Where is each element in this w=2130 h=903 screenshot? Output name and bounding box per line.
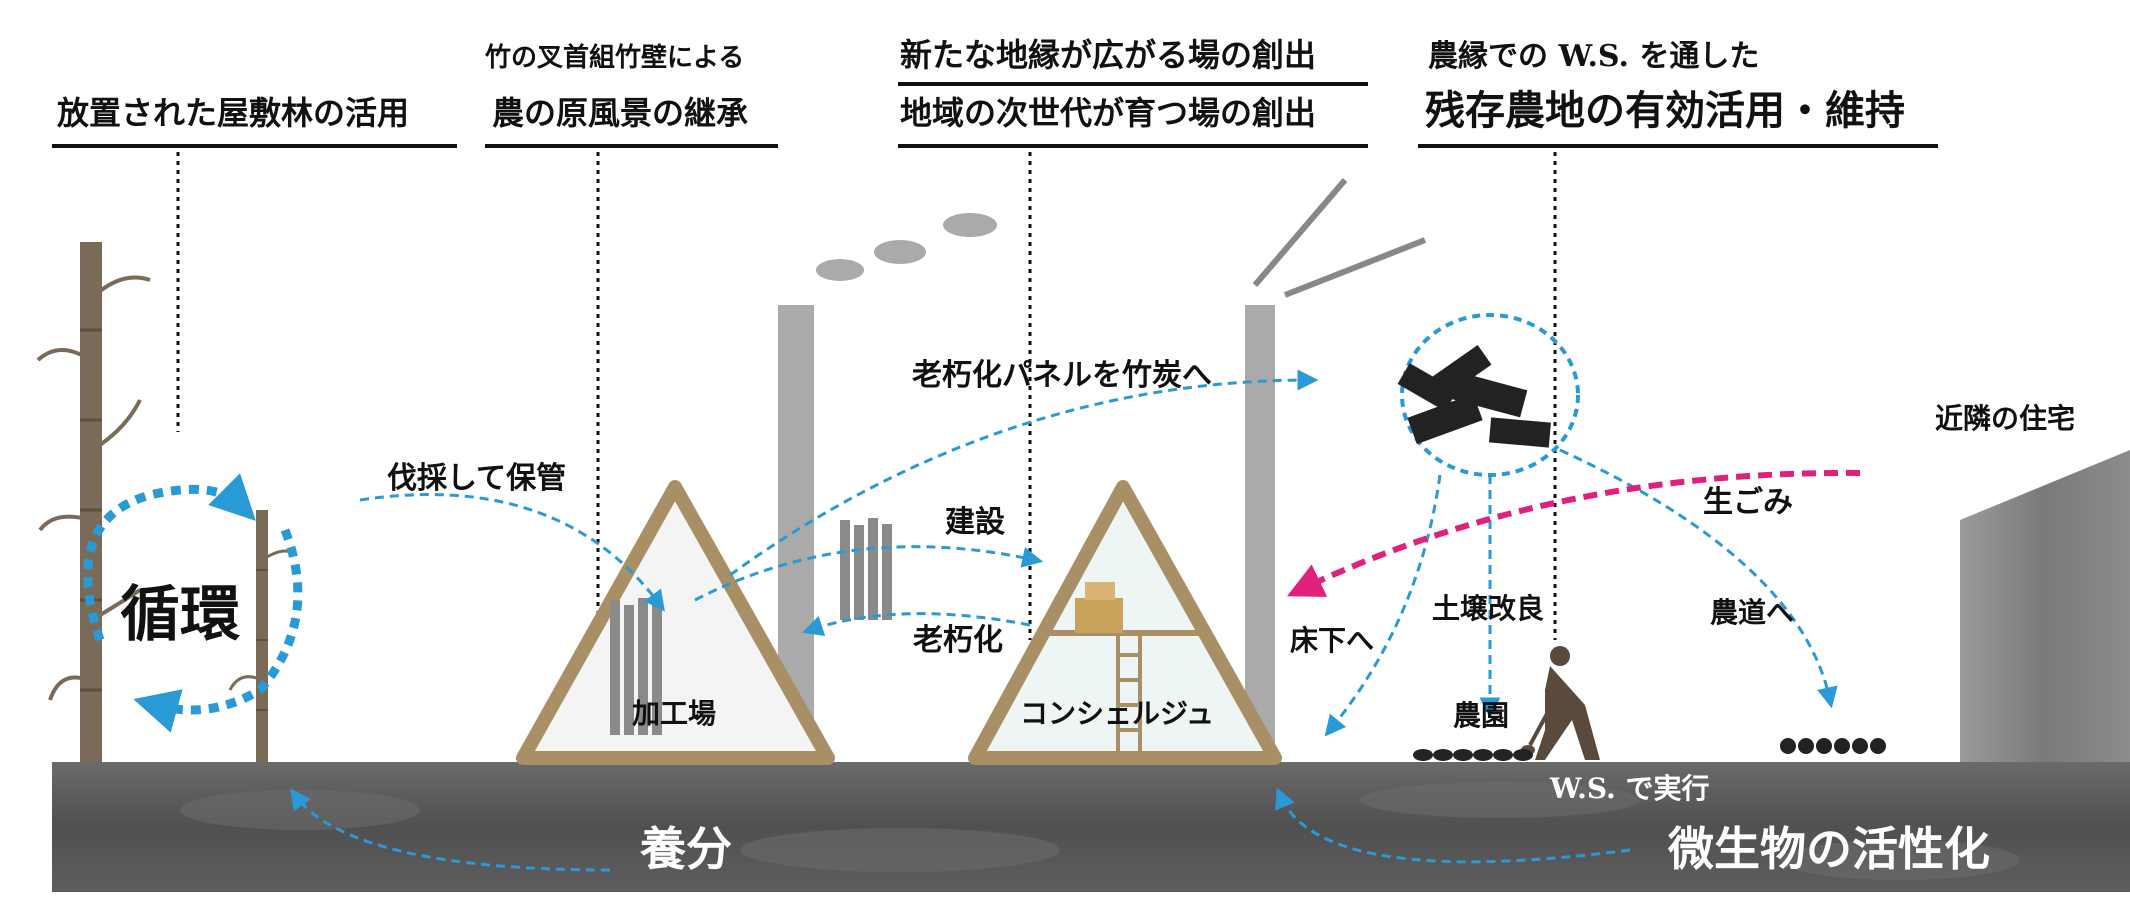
field-row-noudou — [1780, 738, 1886, 754]
heading-bamboo: 竹の叉首組竹壁による 農の原風景の継承 — [484, 42, 778, 148]
smoke-puff — [874, 240, 926, 264]
arrow-yukashita — [1324, 474, 1442, 737]
charcoal-icon — [1397, 344, 1551, 448]
bamboo-trunk-small — [256, 510, 268, 762]
smoke-streak — [1283, 237, 1427, 298]
neighbor-house: 近隣の住宅 — [1935, 402, 2130, 762]
label-noudou: 農道へ — [1710, 596, 1794, 629]
ground-labels: W.S. で実行 養分 微生物の活性化 — [640, 772, 1990, 876]
arrow-rokyuka — [802, 612, 1031, 636]
house-wall — [1960, 450, 2130, 762]
heading-chien-2-text: 地域の次世代が育つ場の創出 — [900, 94, 1316, 132]
chimney-body — [1245, 305, 1275, 762]
label-rokyuka: 老朽化 — [913, 623, 1003, 658]
smoke-puff — [816, 259, 864, 281]
label-panel-to-charcoal: 老朽化パネルを竹炭へ — [912, 358, 1212, 393]
flow-labels: 伐採して保管 老朽化パネルを竹炭へ 建設 老朽化 生ごみ 床下へ 土壌改良 農道… — [387, 358, 1794, 732]
label-youbun: 養分 — [640, 822, 732, 876]
heading-bamboo-main-text: 農の原風景の継承 — [492, 94, 748, 132]
aframe-structure — [516, 480, 835, 765]
kakoujo-label: 加工場 — [632, 697, 716, 730]
label-kensetsu: 建設 — [945, 505, 1005, 540]
label-ws: W.S. で実行 — [1549, 772, 1710, 805]
bamboo-wall-panels — [610, 598, 662, 735]
chimney-left — [778, 213, 997, 762]
heading-bamboo-small-text: 竹の叉首組竹壁による — [484, 42, 744, 73]
heading-noen: 農縁での W.S. を通した 残存農地の有効活用・維持 — [1418, 39, 1938, 148]
farmer-icon — [1521, 646, 1600, 760]
aframe-structure — [968, 480, 1282, 765]
leader-lines — [176, 152, 1557, 690]
heading-noen-small-text: 農縁での W.S. を通した — [1428, 39, 1759, 74]
bamboo-grove — [36, 242, 297, 762]
chimney-right — [1245, 178, 1427, 762]
label-biseibutsu: 微生物の活性化 — [1667, 822, 1990, 876]
heading-yashikirin-text: 放置された屋敷林の活用 — [57, 94, 409, 132]
cycle-arrow-bottom — [133, 528, 303, 733]
arrow-noudou — [1559, 448, 1838, 709]
arrow-panel-to-charcoal — [729, 369, 1319, 577]
heading-yashikirin: 放置された屋敷林の活用 — [52, 94, 457, 148]
panel-stack-floating — [840, 518, 892, 620]
junkan-label: 循環 — [120, 580, 240, 650]
flow-arrows — [290, 369, 1838, 872]
arrow-youbun — [290, 788, 611, 872]
cycle-arrow-top — [83, 473, 256, 642]
heading-chien: 新たな地縁が広がる場の創出 地域の次世代が育つ場の創出 — [898, 36, 1368, 148]
junkan-cycle: 循環 — [83, 473, 303, 733]
arrow-bassai — [359, 493, 666, 612]
arrow-namagomi — [1287, 469, 1861, 597]
label-yukashita: 床下へ — [1290, 624, 1374, 657]
label-dojou: 土壌改良 — [1432, 592, 1544, 625]
label-bassai: 伐採して保管 — [387, 461, 566, 496]
kakoujo-aframe: 加工場 — [516, 480, 835, 765]
ground-soil — [52, 762, 2130, 892]
label-nouen: 農園 — [1453, 699, 1509, 732]
heading-noen-main-text: 残存農地の有効活用・維持 — [1425, 87, 1905, 134]
field-row-nouen — [1413, 749, 1533, 761]
charcoal-group — [1397, 313, 1580, 477]
bamboo-trunk — [80, 242, 102, 762]
neighbor-label: 近隣の住宅 — [1935, 402, 2075, 435]
boxes-icon — [1075, 582, 1123, 633]
ladder-icon — [1116, 633, 1142, 758]
smoke-puff — [943, 213, 997, 237]
smoke-streak — [1252, 178, 1348, 287]
concierge-aframe: コンシェルジュ — [968, 480, 1282, 765]
arrow-kensetsu — [694, 545, 1044, 602]
ground-texture — [180, 782, 2020, 880]
label-namagomi: 生ごみ — [1703, 485, 1793, 520]
heading-chien-1-text: 新たな地縁が広がる場の創出 — [900, 36, 1316, 74]
concierge-label: コンシェルジュ — [1020, 697, 1214, 730]
arrow-biseibutsu — [1275, 787, 1631, 864]
